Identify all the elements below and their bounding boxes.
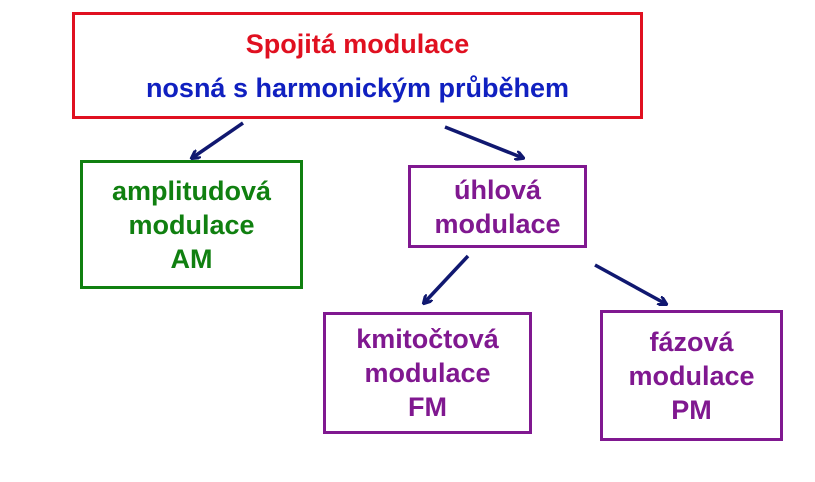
fm-box: kmitočtová modulace FM — [323, 312, 532, 434]
pm-line2: modulace — [628, 360, 755, 391]
arrow-to-fm — [424, 254, 470, 303]
fm-line1: kmitočtová — [356, 324, 499, 354]
angle-line2: modulace — [434, 208, 561, 239]
angle-modulation-box: úhlová modulace — [408, 165, 587, 248]
pm-line3: PM — [671, 394, 712, 425]
pm-box: fázová modulace PM — [600, 310, 783, 441]
arrow-to-angle — [444, 125, 523, 158]
subtitle: nosná s harmonickým průběhem — [145, 72, 570, 103]
am-box: amplitudová modulace AM — [80, 160, 303, 289]
am-line1: amplitudová — [111, 175, 272, 206]
title: Spojitá modulace — [245, 28, 470, 59]
am-line3: AM — [170, 243, 213, 274]
arrow-to-pm — [594, 263, 666, 304]
continuous-modulation-box: Spojitá modulace nosná s harmonickým prů… — [72, 12, 643, 119]
arrow-to-am — [192, 121, 244, 158]
pm-line1: fázová — [649, 326, 734, 357]
am-line2: modulace — [128, 209, 255, 240]
fm-line2: modulace — [364, 358, 491, 388]
angle-line1: úhlová — [453, 174, 541, 205]
fm-line3: FM — [408, 392, 447, 422]
